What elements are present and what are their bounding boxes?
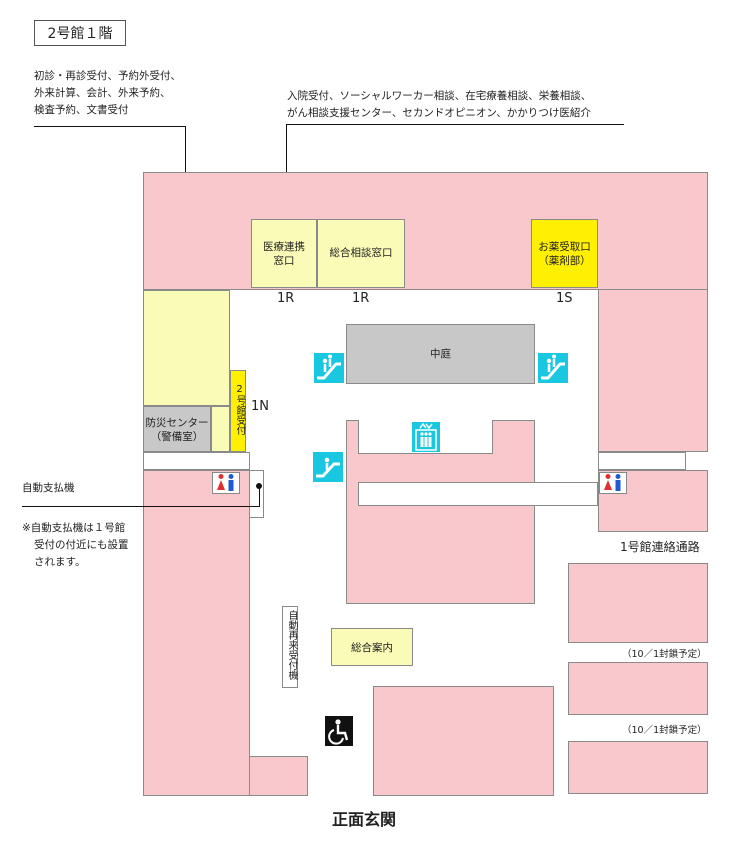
building2-reception-label: 2号館受付 bbox=[234, 384, 245, 435]
reception-services-note: 初診・再診受付、予約外受付、 外来計算、会計、外来予約、 検査予約、文書受付 bbox=[34, 68, 181, 119]
footnote-line: されます。 bbox=[34, 556, 86, 568]
right-block bbox=[598, 290, 708, 452]
footnote-line: ※自動支払機は１号館 bbox=[22, 522, 126, 534]
admission-services-note: 入院受付、ソーシャルワーカー相談、在宅療養相談、栄養相談、 がん相談支援センター… bbox=[287, 88, 591, 122]
leader-line bbox=[34, 126, 186, 127]
medical-liaison-room: 医療連携 窓口 bbox=[251, 219, 317, 288]
counter-code-1n: 1N bbox=[251, 399, 269, 414]
counter-code-1r: 1R bbox=[277, 291, 295, 306]
courtyard: 中庭 bbox=[346, 324, 535, 384]
leader-line bbox=[259, 486, 260, 507]
payment-machine-alcove bbox=[250, 470, 264, 518]
disaster-center-label: 防災センター （警備室） bbox=[145, 417, 209, 443]
escalator-icon bbox=[538, 353, 568, 383]
leader-line bbox=[22, 506, 260, 507]
payment-footnote: ※自動支払機は１号館 受付の付近にも設置 されます。 bbox=[22, 520, 129, 571]
entrance-right-block bbox=[373, 686, 554, 796]
right-block-c bbox=[568, 741, 708, 794]
footnote-line: 受付の付近にも設置 bbox=[34, 539, 129, 551]
restroom-icon bbox=[599, 472, 627, 494]
courtyard-label: 中庭 bbox=[430, 348, 451, 360]
pharmacy-label: お薬受取口 （薬剤部） bbox=[538, 241, 591, 267]
note-line: 外来計算、会計、外来予約、 bbox=[34, 87, 171, 99]
counter-code-1s: 1S bbox=[556, 291, 573, 306]
closure-label: （10／1封鎖予定） bbox=[622, 649, 707, 660]
auto-return-reception-machine[interactable]: 自動再来受付機 bbox=[282, 606, 298, 688]
reception-area bbox=[143, 290, 230, 406]
left-lower-block bbox=[143, 470, 250, 796]
medical-liaison-label: 医療連携 窓口 bbox=[263, 241, 305, 267]
disaster-center-room: 防災センター （警備室） bbox=[143, 406, 211, 452]
closure-label: （10／1封鎖予定） bbox=[622, 725, 707, 736]
info-desk: 総合案内 bbox=[331, 628, 413, 666]
auto-return-reception-label: 自動再来受付機 bbox=[286, 610, 297, 680]
floor-title: 2号館１階 bbox=[34, 20, 126, 46]
note-line: 入院受付、ソーシャルワーカー相談、在宅療養相談、栄養相談、 bbox=[287, 90, 592, 102]
right-block-b bbox=[568, 662, 708, 715]
center-lower-corridor bbox=[358, 482, 598, 506]
building1-corridor-label: 1号館連絡通路 bbox=[620, 540, 700, 554]
note-line: 検査予約、文書受付 bbox=[34, 104, 129, 116]
restroom-icon bbox=[212, 472, 240, 494]
escalator-icon bbox=[314, 353, 344, 383]
note-line: がん相談支援センター、セカンドオピニオン、かかりつけ医紹介 bbox=[287, 107, 591, 119]
left-corridor bbox=[143, 452, 250, 470]
right-lower-block bbox=[598, 470, 708, 532]
right-corridor bbox=[598, 452, 686, 470]
right-block-a bbox=[568, 563, 708, 643]
general-consultation-label: 総合相談窓口 bbox=[329, 247, 393, 259]
main-entrance-label: 正面玄関 bbox=[332, 810, 397, 829]
note-line: 初診・再診受付、予約外受付、 bbox=[34, 70, 181, 82]
leader-dot bbox=[256, 483, 262, 489]
wheelchair-icon bbox=[325, 716, 353, 746]
building2-reception-counter: 2号館受付 bbox=[230, 370, 246, 452]
info-desk-label: 総合案内 bbox=[351, 642, 393, 654]
general-consultation-room: 総合相談窓口 bbox=[317, 219, 405, 288]
reception-area-extension bbox=[211, 406, 230, 452]
leader-line bbox=[287, 124, 624, 125]
counter-code-1r: 1R bbox=[352, 291, 370, 306]
payment-machine-label: 自動支払機 bbox=[22, 482, 75, 494]
entrance-left-block bbox=[250, 756, 308, 796]
escalator-icon bbox=[313, 452, 343, 482]
top-block bbox=[143, 172, 708, 290]
elevator-icon bbox=[412, 422, 440, 452]
pharmacy-room: お薬受取口 （薬剤部） bbox=[531, 219, 598, 288]
